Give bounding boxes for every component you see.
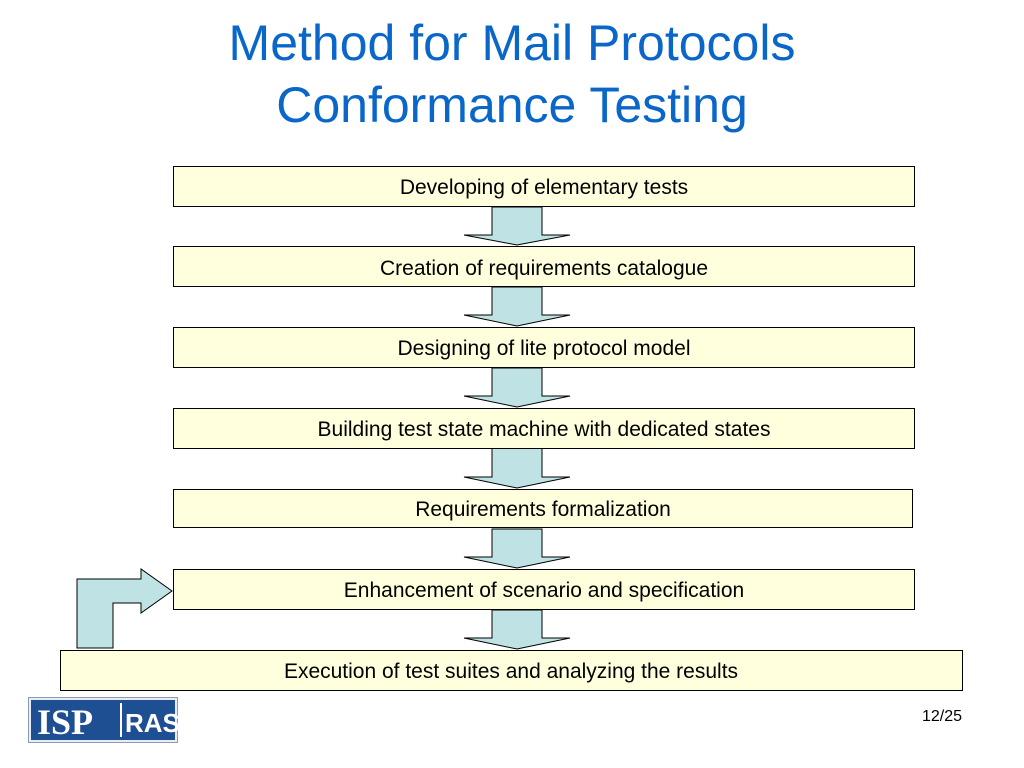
flow-boxes: [60, 166, 963, 691]
flow-step-label-5: Requirements formalization: [415, 498, 671, 521]
flow-step-label-1: Developing of elementary tests: [400, 176, 688, 199]
flow-arrow-2: [463, 286, 571, 327]
flow-arrow-5: [463, 528, 571, 569]
logo-text-ras: RAS: [125, 708, 178, 738]
logo-text-isp: ISP: [37, 702, 93, 742]
slide-title: Method for Mail Protocols Conformance Te…: [0, 12, 1024, 136]
flow-labels: Developing of elementary tests Creation …: [284, 176, 771, 683]
flow-step-box-7: [60, 650, 963, 691]
flow-step-label-4: Building test state machine with dedicat…: [318, 418, 771, 441]
feedback-arrow: [76, 568, 173, 649]
flow-step-label-6: Enhancement of scenario and specificatio…: [344, 579, 744, 602]
flow-step-box-1: [173, 166, 915, 207]
page-number: 12/25: [921, 708, 962, 725]
flow-step-box-3: [173, 327, 915, 368]
flow-arrow-3: [463, 367, 571, 408]
flow-arrow-1: [463, 206, 571, 246]
slide-title-line-2: Conformance Testing: [276, 77, 748, 133]
flow-step-box-5: [173, 489, 913, 528]
flow-step-box-2: [173, 246, 915, 287]
flow-step-label-7: Execution of test suites and analyzing t…: [284, 660, 738, 683]
flow-arrow-6: [463, 609, 571, 650]
flow-step-box-6: [173, 569, 915, 610]
flow-step-label-2: Creation of requirements catalogue: [380, 257, 708, 280]
flow-arrows: [463, 206, 571, 650]
flow-step-box-4: [173, 408, 915, 449]
flow-arrow-4: [463, 447, 571, 489]
isp-ras-logo: ISP RAS: [28, 697, 178, 743]
flow-step-label-3: Designing of lite protocol model: [398, 337, 691, 360]
slide-title-line-1: Method for Mail Protocols: [228, 15, 796, 71]
